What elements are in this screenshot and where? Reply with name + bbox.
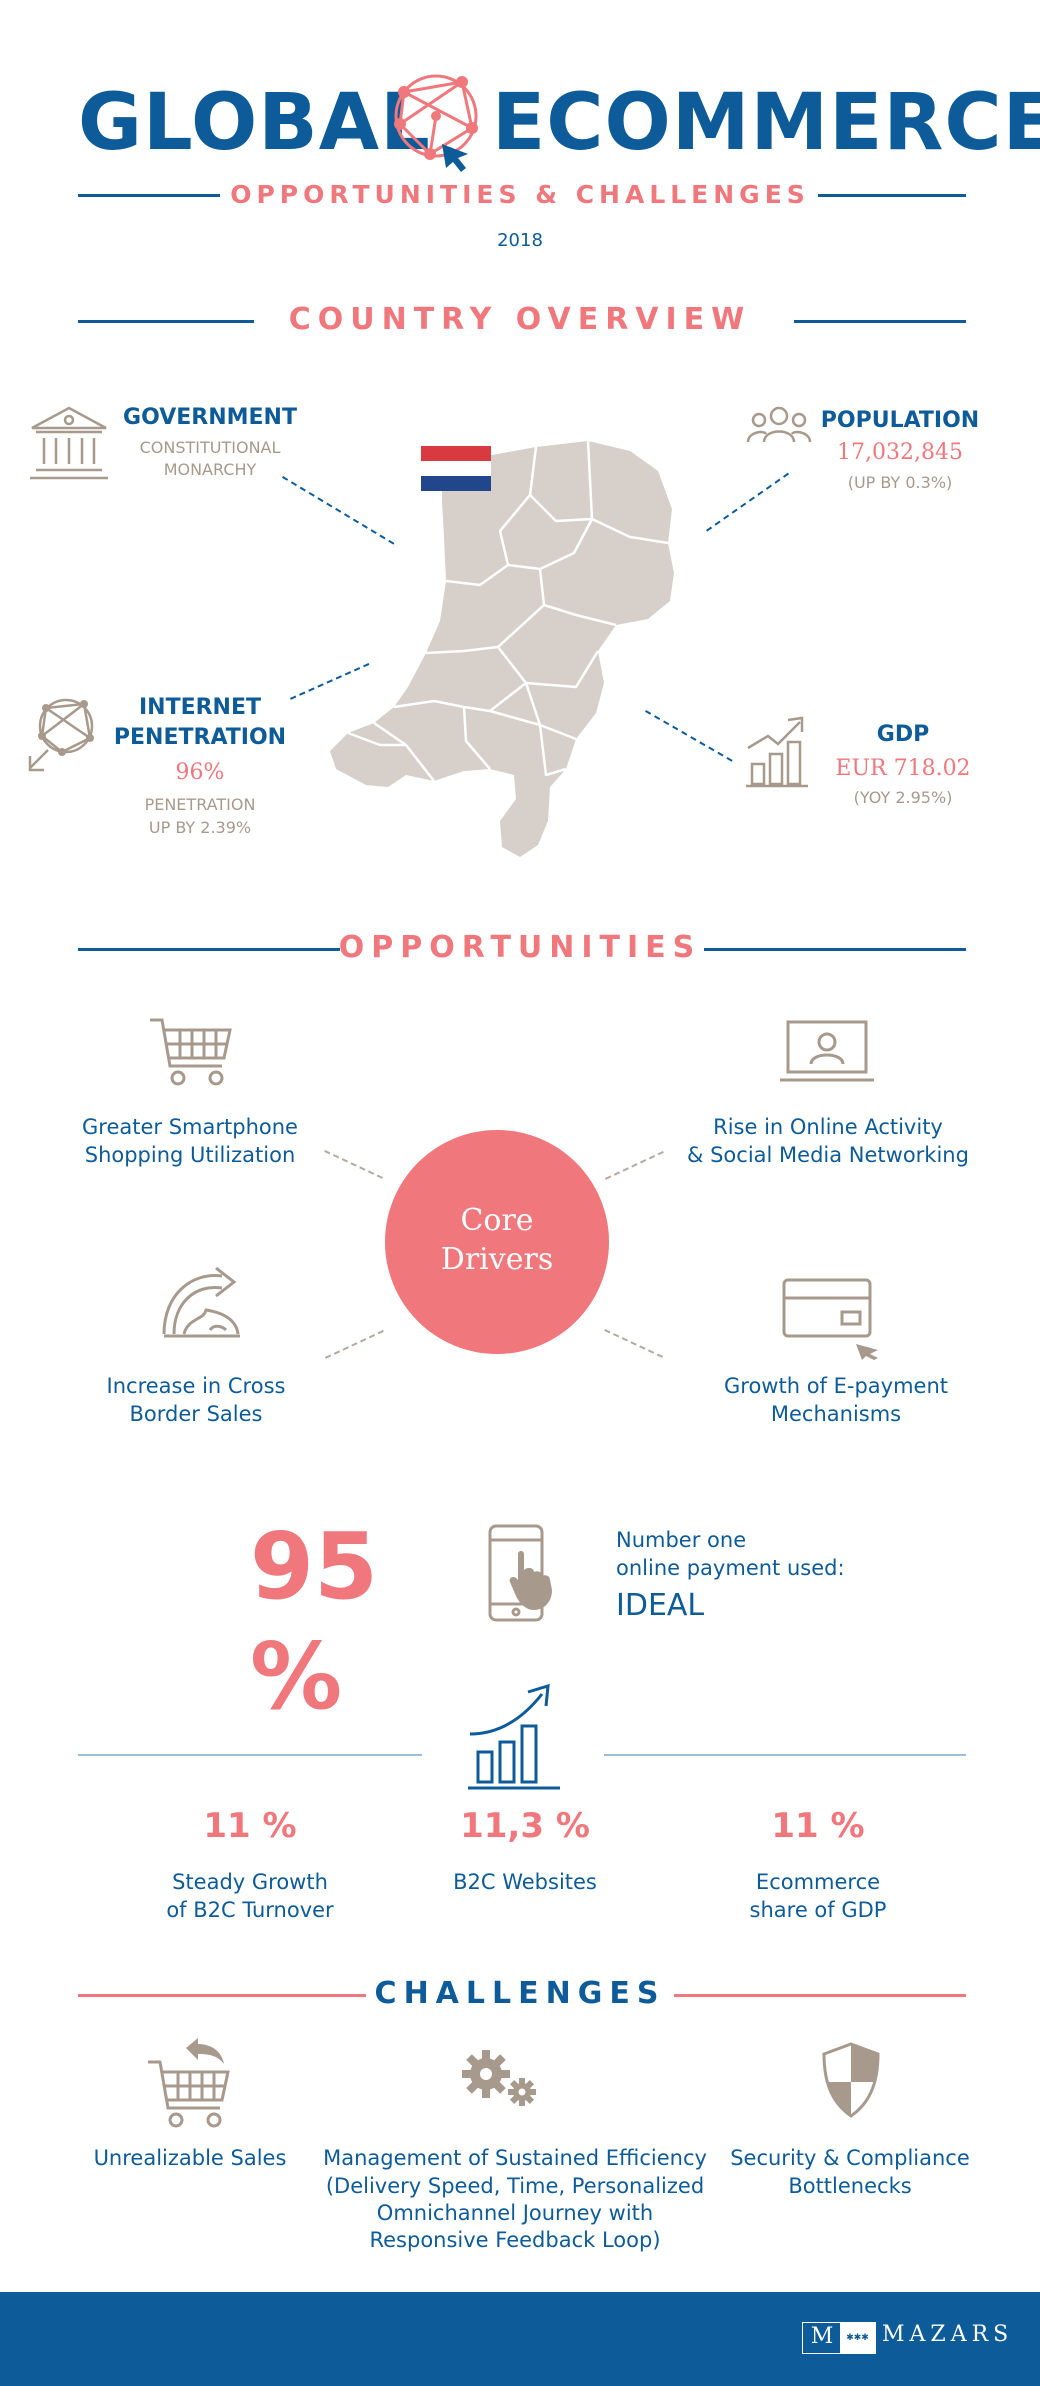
overview-rule-left bbox=[78, 320, 254, 323]
payment-percent: 95 % bbox=[250, 1513, 379, 1730]
eu-stars-icon: ✱✱✱ bbox=[840, 2323, 875, 2353]
stat-gdp-share-value: 11 % bbox=[771, 1806, 865, 1846]
challenge-efficiency-detail2: Omnichannel Journey with bbox=[376, 2201, 654, 2225]
challenge-efficiency-detail3: Responsive Feedback Loop) bbox=[369, 2228, 661, 2252]
challenge-security-title: Security & Compliance bbox=[730, 2146, 970, 2170]
opportunity-smartphone-line2: Shopping Utilization bbox=[84, 1143, 296, 1167]
opportunities-rule-right bbox=[704, 948, 966, 951]
government-line2: MONARCHY bbox=[163, 460, 257, 479]
globe-arrow-icon bbox=[162, 1266, 240, 1338]
internet-note-line2: UP BY 2.39% bbox=[148, 818, 252, 837]
growth-chart-icon bbox=[468, 1683, 560, 1790]
connector-top-right bbox=[605, 1150, 664, 1180]
stat-gdp-share-line1: Ecommerce bbox=[755, 1870, 881, 1894]
challenges-rule-left bbox=[78, 1994, 366, 1997]
challenge-efficiency-title: Management of Sustained Efficiency bbox=[323, 2146, 707, 2170]
subtitle-rule-right bbox=[818, 194, 966, 197]
payment-line1: Number one bbox=[616, 1528, 747, 1552]
challenge-efficiency-detail1: (Delivery Speed, Time, Personalized bbox=[325, 2174, 705, 2198]
stats-rule-left bbox=[78, 1754, 422, 1756]
challenges-rule-right bbox=[674, 1994, 966, 1997]
gdp-value: EUR 718.02 bbox=[835, 756, 971, 781]
stat-websites-line1: B2C Websites bbox=[453, 1870, 597, 1894]
population-label: POPULATION bbox=[820, 408, 980, 433]
netherlands-flag bbox=[421, 446, 491, 491]
netherlands-map bbox=[330, 440, 674, 857]
core-drivers-line1: Core bbox=[460, 1203, 534, 1238]
opportunity-epayment-line2: Mechanisms bbox=[770, 1402, 902, 1426]
overview-rule-right bbox=[794, 320, 966, 323]
challenges-heading: CHALLENGES bbox=[374, 1976, 666, 2011]
title-right: ECOMMERCE bbox=[492, 78, 1040, 168]
opportunity-crossborder-line2: Border Sales bbox=[129, 1402, 263, 1426]
cart-return-icon bbox=[148, 2038, 230, 2128]
laptop-user-icon bbox=[780, 1020, 874, 1082]
core-drivers-circle bbox=[385, 1130, 609, 1354]
payment-method: IDEAL bbox=[616, 1588, 705, 1623]
internet-label-line2: PENETRATION bbox=[113, 725, 287, 750]
opportunity-crossborder-line1: Increase in Cross bbox=[106, 1374, 286, 1398]
year: 2018 bbox=[497, 230, 543, 251]
internet-value: 96% bbox=[175, 760, 225, 785]
stat-websites-value: 11,3 % bbox=[460, 1806, 590, 1846]
shield-icon bbox=[822, 2042, 880, 2118]
population-connector bbox=[706, 472, 790, 532]
core-drivers-line2: Drivers bbox=[440, 1242, 554, 1277]
stats-rule-right bbox=[604, 1754, 966, 1756]
gears-icon bbox=[462, 2050, 536, 2106]
opportunities-heading: OPPORTUNITIES bbox=[338, 930, 702, 965]
opportunity-online-line2: & Social Media Networking bbox=[687, 1143, 969, 1167]
gdp-growth-icon bbox=[746, 716, 808, 788]
payment-line2: online payment used: bbox=[616, 1556, 845, 1580]
internet-note-line1: PENETRATION bbox=[144, 795, 256, 814]
stat-gdp-share-line2: share of GDP bbox=[749, 1898, 887, 1922]
population-value: 17,032,845 bbox=[837, 440, 963, 465]
mazars-logo: M ✱✱✱ bbox=[802, 2322, 876, 2354]
gdp-label: GDP bbox=[876, 722, 930, 747]
population-note: (UP BY 0.3%) bbox=[847, 473, 953, 492]
subtitle-rule-left bbox=[78, 194, 220, 197]
mazars-logo-letter: M bbox=[810, 2324, 834, 2349]
connector-bottom-left bbox=[325, 1329, 384, 1359]
page-title: GLOBAL ECOMMERCE bbox=[78, 74, 1040, 172]
internet-label-line1: INTERNET bbox=[138, 695, 262, 720]
globe-cursor-icon bbox=[394, 74, 478, 172]
opportunities-rule-left bbox=[78, 948, 340, 951]
opportunity-online-line1: Rise in Online Activity bbox=[713, 1115, 943, 1139]
connector-bottom-right bbox=[604, 1329, 664, 1358]
internet-globe-icon bbox=[28, 698, 94, 772]
smartphone-tap-icon bbox=[488, 1524, 552, 1622]
connector-top-left bbox=[324, 1150, 384, 1179]
overview-heading: COUNTRY OVERVIEW bbox=[288, 302, 752, 337]
stat-turnover-value: 11 % bbox=[203, 1806, 297, 1846]
challenge-security-title2: Bottlenecks bbox=[788, 2174, 912, 2198]
government-label: GOVERNMENT bbox=[123, 405, 297, 430]
opportunity-smartphone-line1: Greater Smartphone bbox=[82, 1115, 298, 1139]
government-building-icon bbox=[30, 406, 108, 480]
footer-brand: MAZARS bbox=[882, 2322, 1014, 2347]
challenge-sales-title: Unrealizable Sales bbox=[93, 2146, 287, 2170]
shopping-cart-icon bbox=[150, 1018, 232, 1086]
credit-card-icon bbox=[782, 1278, 878, 1360]
government-line1: CONSTITUTIONAL bbox=[139, 438, 281, 457]
population-icon bbox=[746, 406, 812, 443]
stat-turnover-line2: of B2C Turnover bbox=[166, 1898, 334, 1922]
subtitle: OPPORTUNITIES & CHALLENGES bbox=[230, 180, 810, 209]
stat-turnover-line1: Steady Growth bbox=[172, 1870, 328, 1894]
gdp-note: (YOY 2.95%) bbox=[853, 788, 953, 807]
opportunity-epayment-line1: Growth of E-payment bbox=[724, 1374, 948, 1398]
title-left: GLOBAL bbox=[78, 78, 431, 168]
